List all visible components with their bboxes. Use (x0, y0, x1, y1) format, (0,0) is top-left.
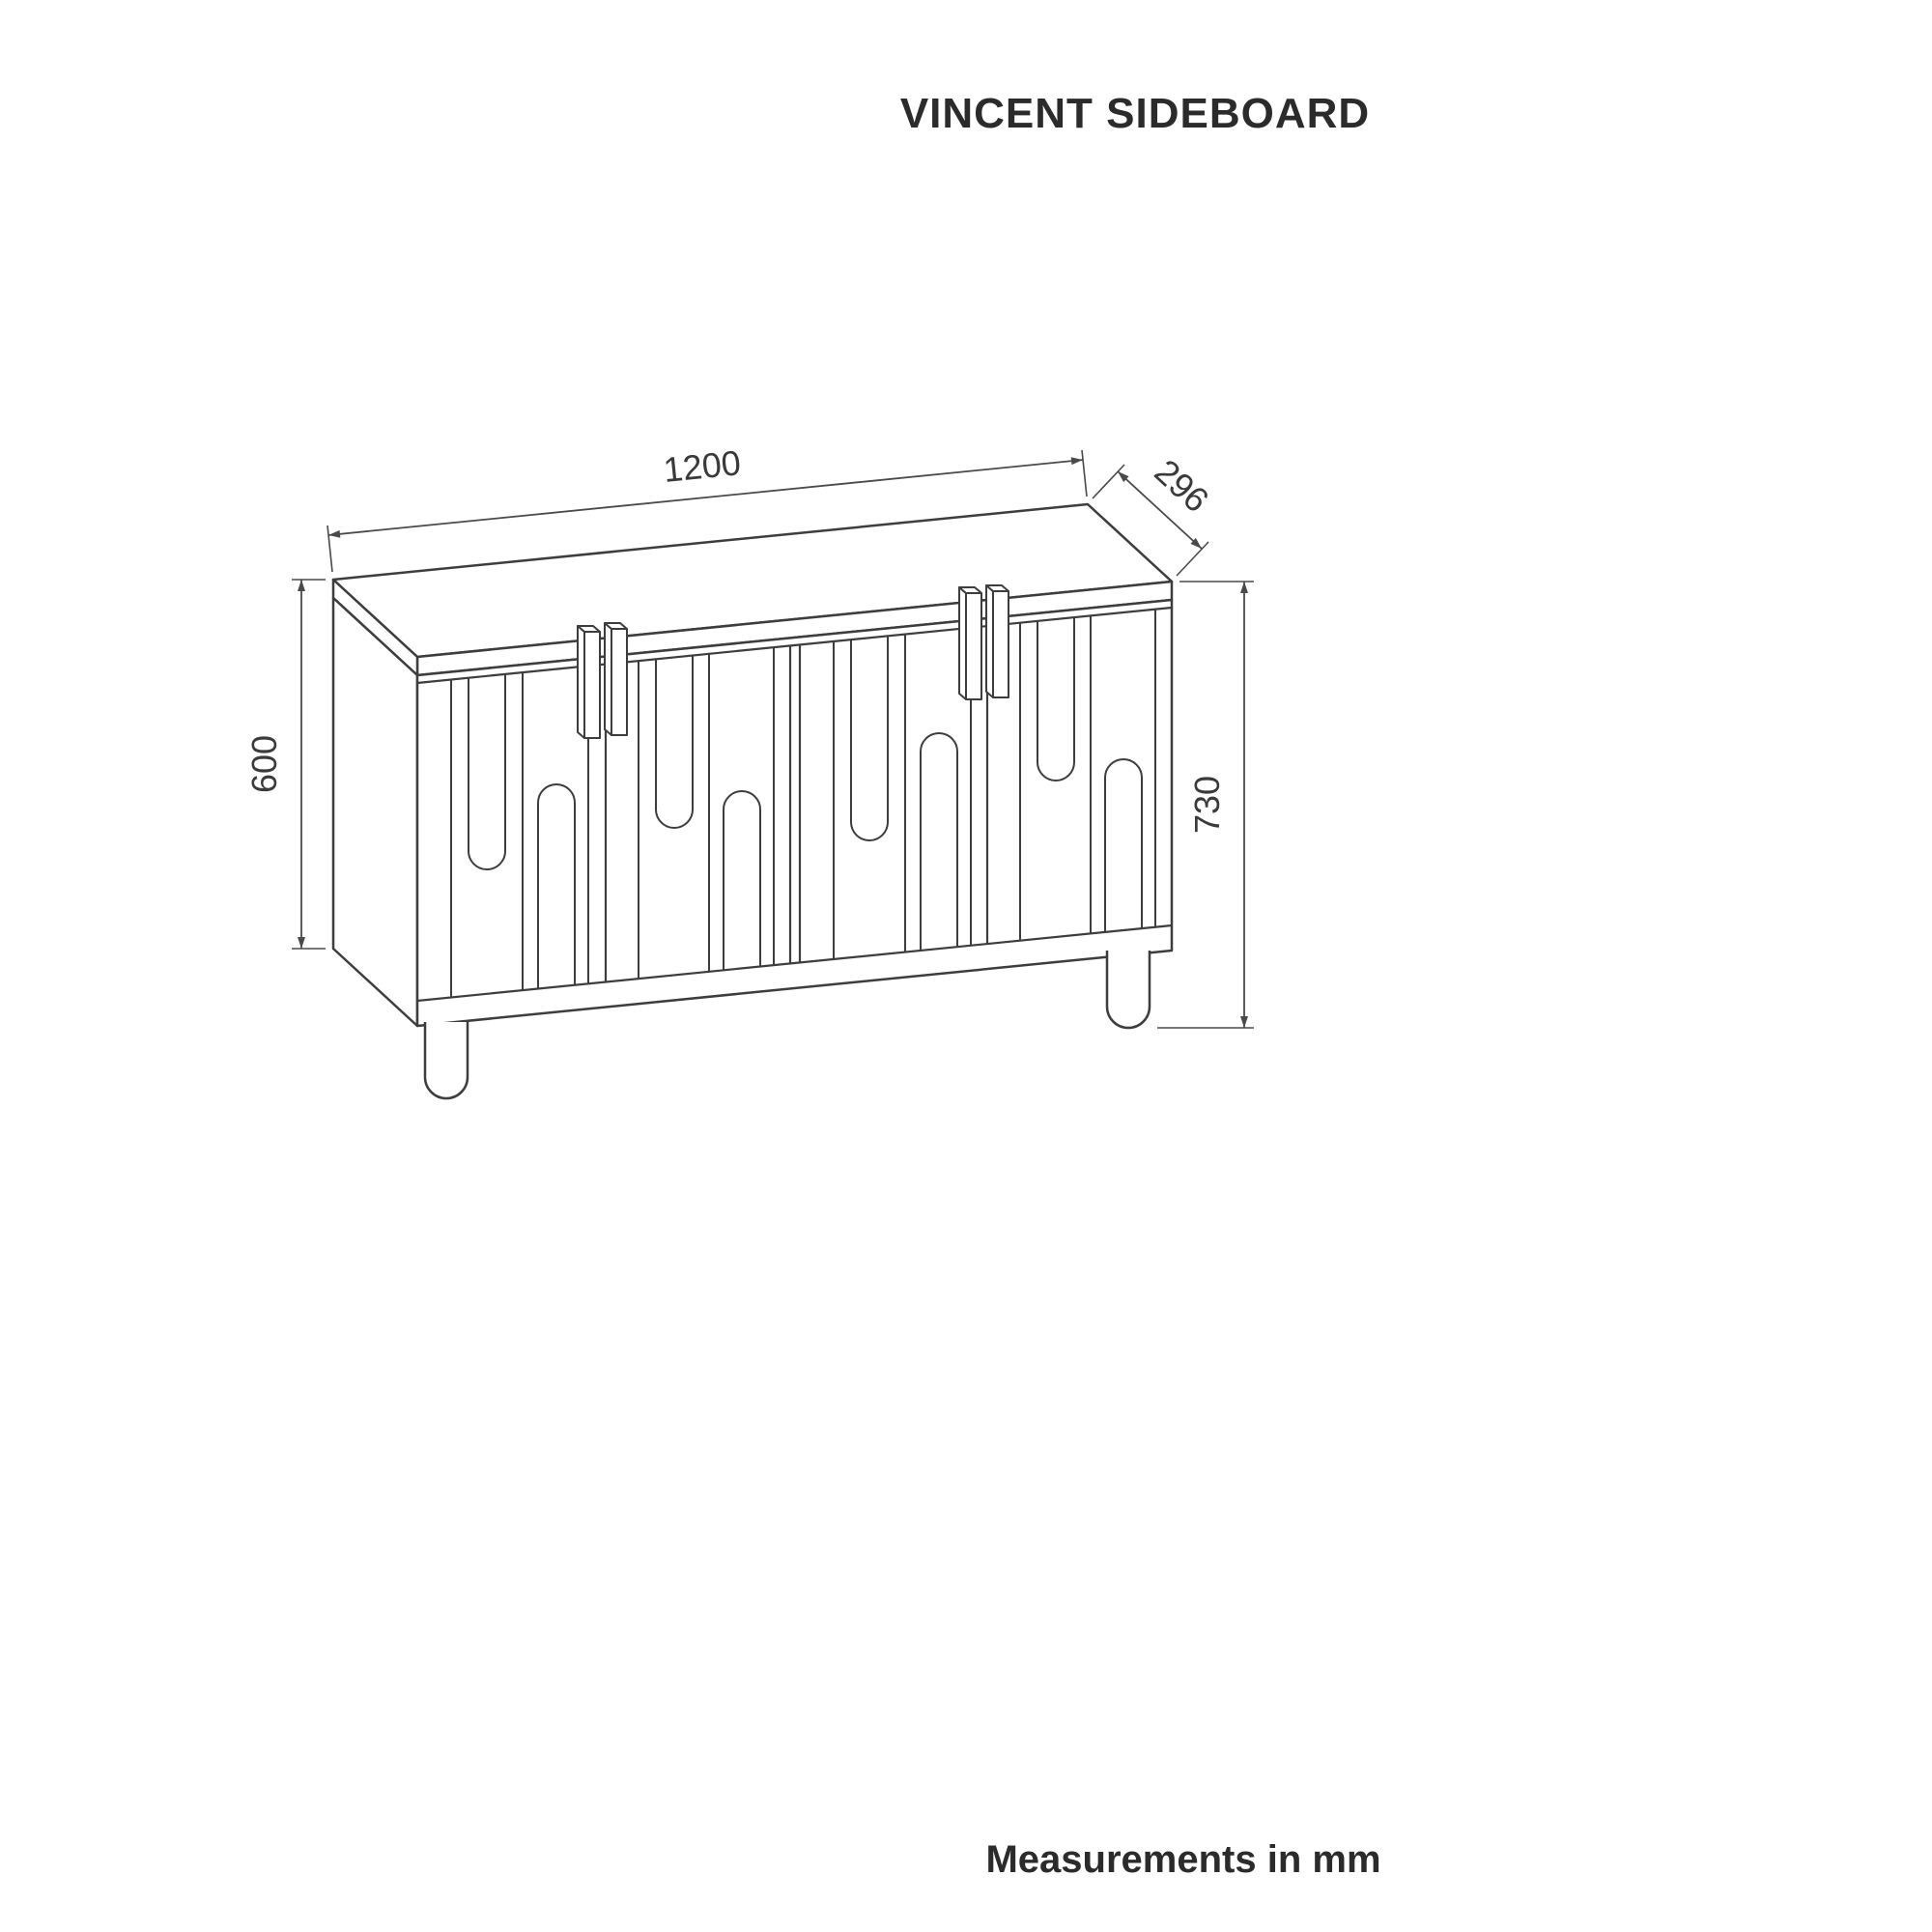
handle-pair-left (577, 622, 628, 739)
total-height-dimension-label: 730 (1187, 776, 1227, 834)
front-face (415, 598, 1174, 1028)
width-dimension-label: 1200 (662, 442, 743, 490)
measurement-unit-note: Measurements in mm (985, 1838, 1380, 1881)
sideboard-drawing (331, 502, 1174, 1100)
depth-dimension-label: 296 (1147, 451, 1216, 520)
door-2-pattern (638, 647, 775, 979)
body-height-dimension-label: 600 (244, 735, 284, 793)
front-left-leg (423, 1022, 469, 1100)
door-bottom-line (416, 923, 1173, 1003)
dimension-width: 1200 (327, 442, 1088, 573)
door-top-line (416, 606, 1173, 685)
dimension-height-total: 730 (1157, 581, 1254, 1029)
front-right-leg (1105, 951, 1151, 1030)
handle-pair-right (958, 584, 1009, 700)
page-title: VINCENT SIDEBOARD (900, 90, 1370, 137)
dimension-body-height: 600 (244, 579, 326, 950)
door-4-pattern (1019, 610, 1156, 941)
left-side-panel (331, 596, 419, 1028)
